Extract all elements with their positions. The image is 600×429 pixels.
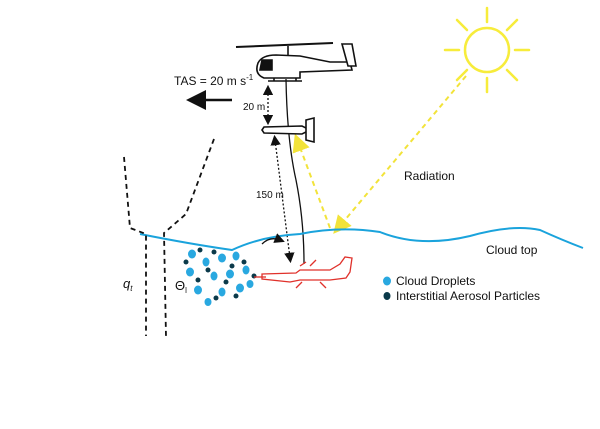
aerosol-particle [229,263,235,269]
cloud-droplet [202,257,210,267]
distance-label-upper: 20 m [243,102,265,113]
aerosol-particle [211,249,217,255]
qt-label-sub: t [130,284,133,293]
aerosol-particle [183,259,189,265]
tas-label: TAS = 20 m s-1 [174,73,254,88]
legend: Cloud Droplets Interstitial Aerosol Part… [383,274,540,303]
tas-unit-superscript: -1 [246,73,254,82]
aerosol-particle [197,247,203,253]
aerosol-particle [195,277,201,283]
qt-label-main: q [123,276,131,291]
reflected-radiation-arrow [292,133,331,229]
theta-label-sub: l [185,286,187,295]
cloud-droplets [186,249,254,306]
qt-label: qt [123,276,133,293]
legend-label-aerosol-particles: Interstitial Aerosol Particles [396,289,540,303]
legend-swatch-aerosol-particle [383,292,391,300]
incoming-radiation-arrow [333,75,467,234]
cloud-droplet [218,287,226,297]
qt-profile-line [123,156,147,336]
radiation-arrows [292,75,467,234]
aerosol-particle [223,279,229,285]
motion-curved-arrow [261,233,285,245]
aerosol-particle [241,259,247,265]
aerosol-particle [251,273,257,279]
radiation-label: Radiation [404,169,455,183]
cloud-droplet [186,267,194,277]
profile-lines [123,138,215,338]
cloud-top-line [139,227,584,252]
distance-markers [262,84,295,264]
sun-icon [443,6,531,94]
cloud-top-label: Cloud top [486,243,538,257]
theta-label-main: Θ [175,278,185,293]
aerosol-particle [233,293,239,299]
tas-label-text: TAS = 20 m s [174,74,246,88]
cloud-droplet [236,283,244,293]
aerosol-particle [213,295,219,301]
theta-label: Θl [175,278,187,295]
tow-cable [285,78,305,265]
legend-swatch-cloud-droplet [383,276,391,286]
cloud-droplet [210,271,218,281]
sensor-platform-icon [254,256,353,289]
cloud-droplet [204,298,212,306]
helicopter-icon [235,42,357,82]
legend-label-cloud-droplets: Cloud Droplets [396,274,475,288]
cloud-droplet [246,280,254,288]
probe-icon [261,116,315,144]
cloud-droplet [188,249,196,259]
cloud-droplet [194,285,202,295]
cloud-droplet [242,265,250,275]
distance-label-lower: 150 m [256,190,284,201]
legend-item-cloud-droplets: Cloud Droplets [383,274,475,288]
cloud-droplet [232,251,240,261]
aerosol-particle [205,267,211,273]
legend-item-aerosol-particles: Interstitial Aerosol Particles [383,289,540,303]
cloud-droplet [218,253,226,263]
cloud-droplet [226,269,234,279]
theta-profile-line [163,138,215,338]
